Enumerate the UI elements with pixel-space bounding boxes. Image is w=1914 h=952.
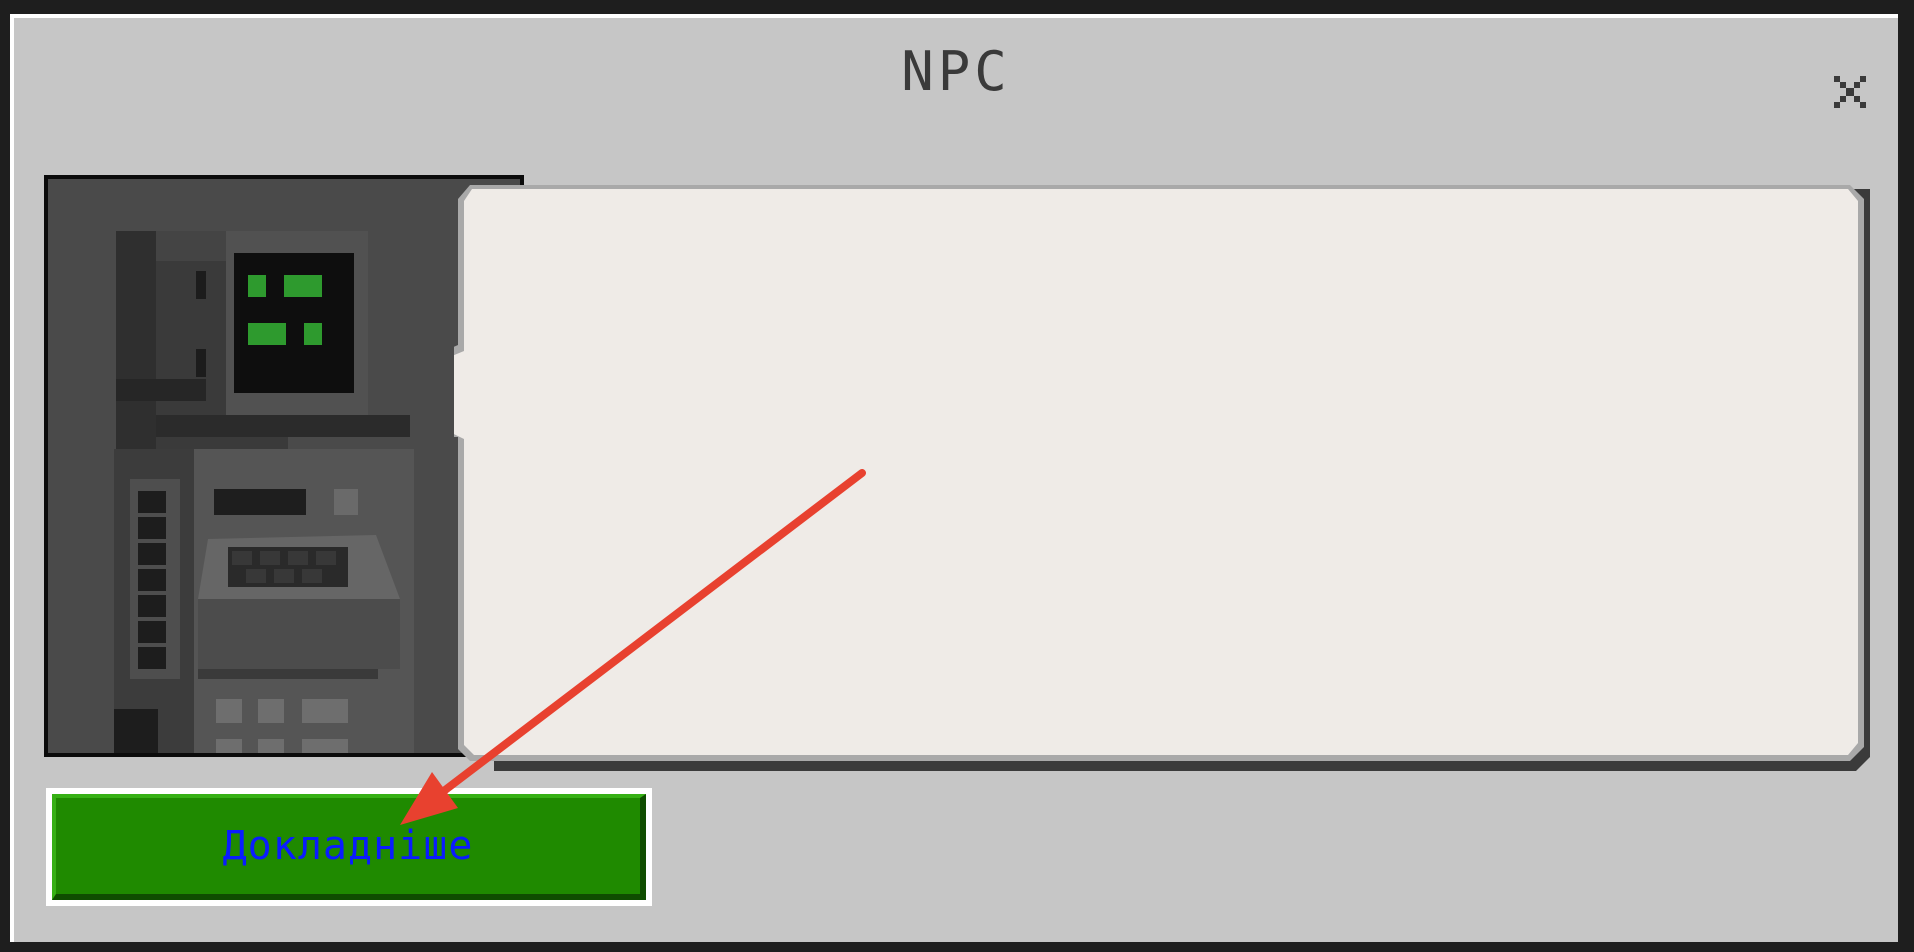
learn-more-button-label: Докладніше — [222, 823, 474, 869]
dialog-title: NPC — [901, 40, 1011, 103]
learn-more-button-face[interactable]: Докладніше — [52, 794, 646, 900]
speech-bubble — [454, 175, 1884, 772]
computer-terminal-icon — [48, 179, 520, 753]
close-button[interactable] — [1820, 62, 1880, 122]
learn-more-button[interactable]: Докладніше — [46, 788, 652, 906]
npc-portrait — [44, 175, 524, 757]
npc-dialog: NPC — [10, 14, 1898, 942]
close-icon — [1834, 76, 1866, 108]
